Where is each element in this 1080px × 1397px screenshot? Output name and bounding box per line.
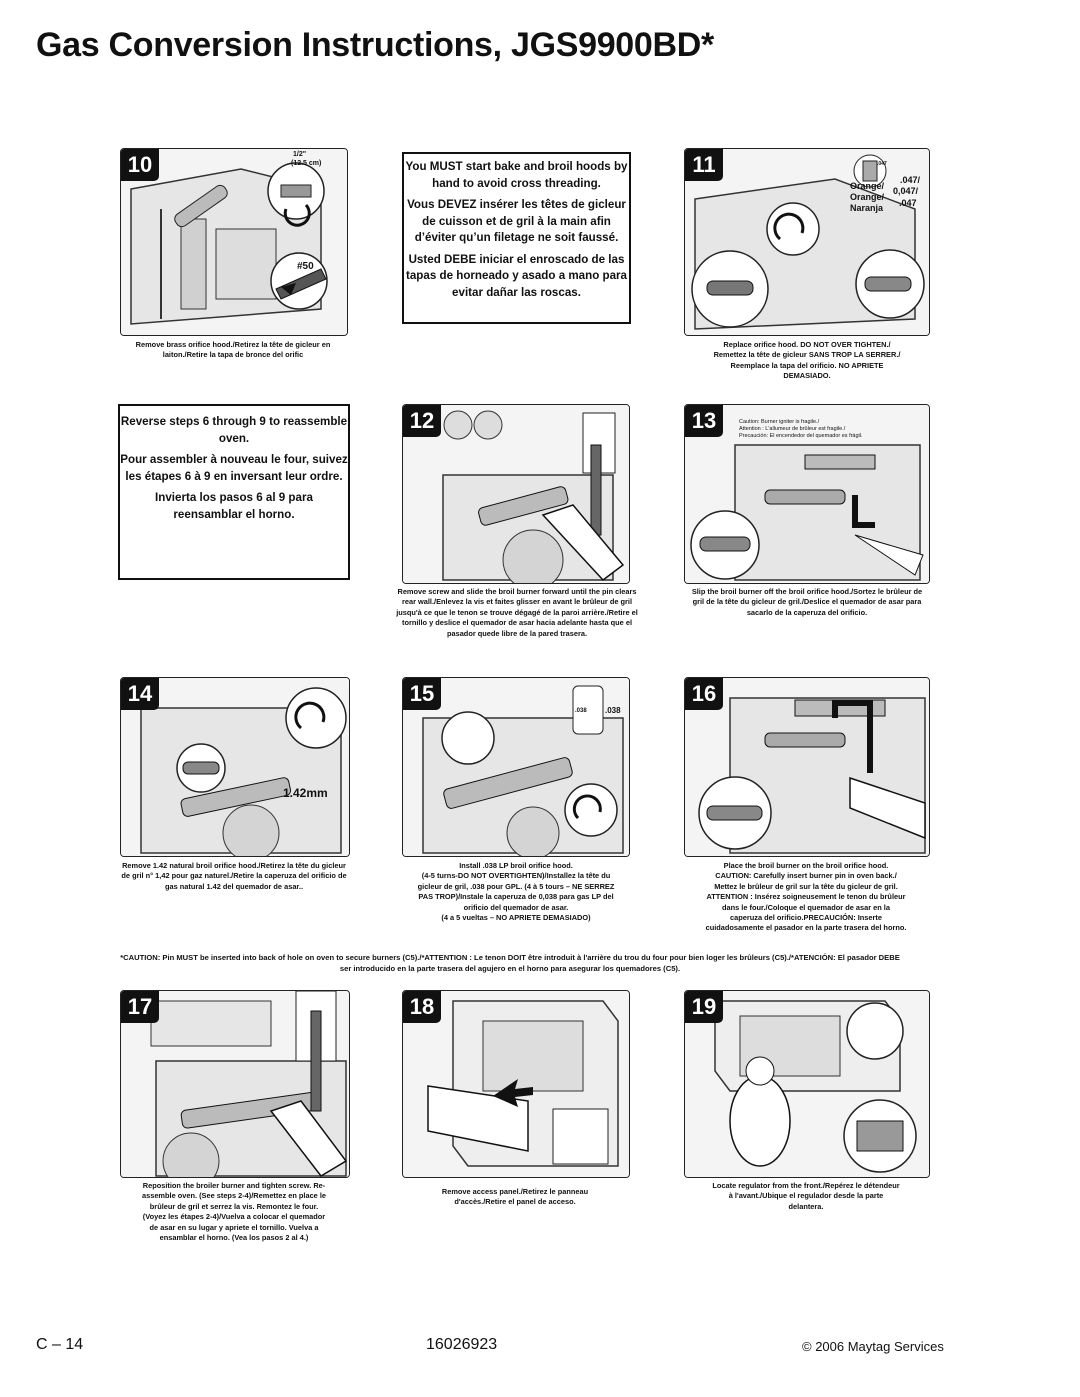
reverse-note-fr: Pour assembler à nouveau le four, suivez… (120, 453, 348, 483)
caption-line: Locate regulator from the front./Repérez… (712, 1181, 900, 1190)
step-13-illustration: 13 Caution: Burner igniter is fragile./ … (684, 404, 930, 584)
page-title: Gas Conversion Instructions, JGS9900BD* (36, 26, 714, 64)
caption-line: orificio del quemador de asar. (463, 902, 569, 912)
caption-line: ensamblar el horno. (Vea los pasos 2 al … (159, 1233, 309, 1243)
metric-label: (12.5 cm) (291, 160, 322, 167)
step-14-illustration: 14 1.42mm (120, 677, 350, 857)
caption-line: Place the broil burner on the broil orif… (723, 861, 889, 870)
caption-line: Mettez le brûleur de gril sur la tête du… (714, 881, 898, 891)
step-11-illustration: 11 Orange/ Orange/ Naranja .047/ 0,047/ … (684, 148, 930, 336)
step-18-illustration: 18 (402, 990, 630, 1178)
orange-label: Orange/ (850, 181, 885, 191)
caption-line: DEMASIADO. (783, 371, 831, 381)
warning-line: Precaución: El encendedor del quemador e… (739, 433, 863, 439)
caution-note: *CAUTION: Pin MUST be inserted into back… (120, 953, 900, 973)
caption-line: (Voyez les étapes 2-4)/Vuelva a colocar … (142, 1212, 326, 1222)
step-12-illustration: 12 (402, 404, 630, 584)
hood-size-label: .047 (877, 161, 887, 167)
caption-line: ATTENTION : Insérez soigneusement le ten… (706, 892, 906, 902)
caption-line: Reemplace la tapa del orificio. NO APRIE… (730, 360, 884, 370)
caption-line: assemble oven. (See steps 2-4)/Remettez … (141, 1191, 327, 1201)
step-10-illustration: 10 1/2" (12.5 cm) #50 (120, 148, 348, 336)
caption-line: PAS TROP)/Instale la caperuza de 0,038 p… (418, 892, 614, 902)
caption-line: gicleur de gril, .038 pour GPL. (4 à 5 t… (417, 881, 615, 891)
hood-note-fr: Vous DEVEZ insérer les têtes de gicleur … (407, 198, 626, 244)
igniter-warning: Caution: Burner igniter is fragile./ Att… (739, 419, 863, 440)
document-number: 16026923 (426, 1336, 498, 1353)
naranja-label: Naranja (850, 203, 884, 213)
caption-line: Remove access panel./Retirez le panneau (441, 1187, 589, 1196)
size-label: #50 (297, 261, 314, 272)
step-number: 10 (121, 149, 159, 181)
step-15-illustration: 15 .038 .038 (402, 677, 630, 857)
step-number: 11 (685, 149, 723, 181)
step-number: 13 (685, 405, 723, 437)
step-number: 15 (403, 678, 441, 710)
step-number: 16 (685, 678, 723, 710)
step-19-illustration: 19 (684, 990, 930, 1178)
caption-line: de asar en su lugar y apriete el tornill… (149, 1222, 319, 1232)
step-number: 19 (685, 991, 723, 1023)
step-16-caption: Place the broil burner on the broil orif… (680, 861, 932, 934)
step-number: 17 (121, 991, 159, 1023)
warning-line: Attention : L'allumeur de brûleur est fr… (739, 426, 846, 432)
reverse-note-box: Reverse steps 6 through 9 to reassemble … (118, 404, 350, 580)
caption-line: Replace orifice hood. DO NOT OVER TIGHTE… (723, 340, 891, 349)
caption-line: Reposition the broiler burner and tighte… (142, 1181, 326, 1190)
caption-line: d'accès./Retire el panel de acceso. (454, 1197, 576, 1207)
step-19-caption: Locate regulator from the front./Repérez… (688, 1181, 924, 1212)
hood-note-box: You MUST start bake and broil hoods by h… (402, 152, 631, 324)
step-number: 14 (121, 678, 159, 710)
hood-size-label: .038 (605, 706, 621, 715)
hood-note-es: Usted DEBE iniciar el enroscado de las t… (406, 252, 627, 299)
caption-line: (4-5 turns-DO NOT OVERTIGHTEN)/Installez… (421, 871, 611, 881)
step-12-caption: Remove screw and slide the broil burner … (396, 587, 638, 638)
caption-line: cuidadosamente el pasador en la parte tr… (705, 923, 907, 933)
step-17-illustration: 17 (120, 990, 350, 1178)
step-15-caption: Install .038 LP broil orifice hood. (4-5… (400, 861, 632, 923)
fraction-label: 1/2" (293, 151, 307, 158)
page-number: C – 14 (36, 1336, 84, 1353)
warning-line: Caution: Burner igniter is fragile./ (739, 419, 820, 425)
step-17-caption: Reposition the broiler burner and tighte… (118, 1181, 350, 1243)
step-14-caption: Remove 1.42 natural broil orifice hood./… (121, 861, 347, 891)
size-047b-label: .047 (899, 198, 917, 208)
step-number: 18 (403, 991, 441, 1023)
size-047-label: .047/ (900, 175, 921, 185)
caption-line: à l'avant./Ubique el regulador desde la … (728, 1191, 884, 1201)
caption-line: (4 a 5 vueltas – NO APRIETE DEMASIADO) (441, 913, 591, 923)
hood-size-label: 1.42mm (283, 786, 328, 800)
orange-fr-label: Orange/ (850, 192, 885, 202)
copyright: © 2006 Maytag Services (802, 1339, 944, 1354)
hood-note-en: You MUST start bake and broil hoods by h… (405, 160, 628, 190)
step-16-illustration: 16 (684, 677, 930, 857)
step-number: 12 (403, 405, 441, 437)
reverse-note-es: Invierta los pasos 6 al 9 para reensambl… (155, 491, 313, 521)
reverse-note-en: Reverse steps 6 through 9 to reassemble … (120, 415, 348, 445)
hood-stamp-label: .038 (575, 708, 587, 714)
caption-line: brûleur de gril et serrez la vis. Remont… (149, 1201, 319, 1211)
caption-line: caperuza del orificio.PRECAUCIÓN: Insert… (730, 913, 882, 923)
step-10-caption: Remove brass orifice hood./Retirez la tê… (135, 340, 331, 360)
size-0047-label: 0,047/ (893, 186, 919, 196)
caption-line: dans le four./Coloque el quemador de asa… (722, 902, 890, 912)
caption-line: CAUTION: Carefully insert burner pin in … (715, 871, 897, 881)
step-11-caption: Replace orifice hood. DO NOT OVER TIGHTE… (690, 340, 924, 382)
step-13-caption: Slip the broil burner off the broil orif… (691, 587, 923, 617)
caption-line: Remettez la tête de gicleur SANS TROP LA… (713, 350, 901, 360)
caption-line: delantera. (788, 1201, 824, 1211)
caption-line: Install .038 LP broil orifice hood. (459, 861, 573, 870)
step-18-caption: Remove access panel./Retirez le panneau … (400, 1187, 630, 1208)
